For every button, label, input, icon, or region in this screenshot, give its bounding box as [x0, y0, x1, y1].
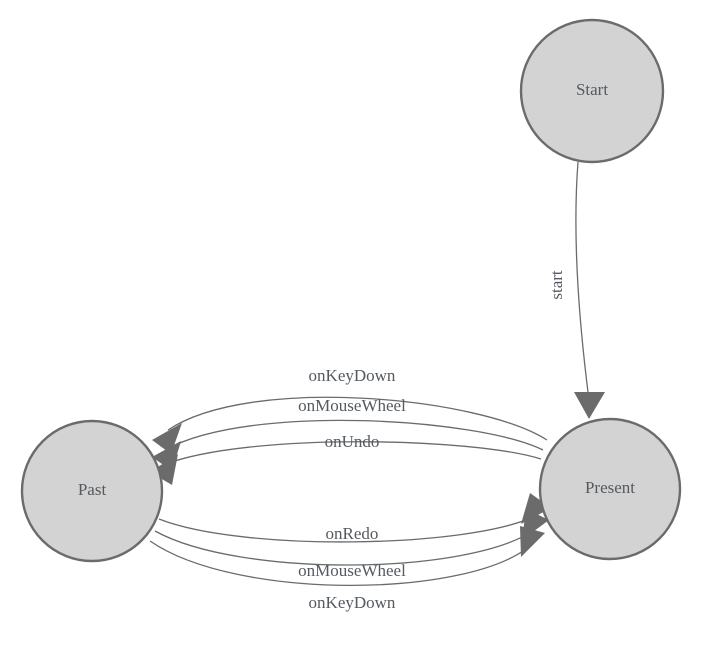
edge-label-present-to-past-onundo: onUndo: [325, 432, 380, 451]
edge-label-past-to-present-onredo: onRedo: [326, 524, 379, 543]
node-past-circle: [20, 419, 164, 563]
edge-label-present-to-past-onkeydown: onKeyDown: [309, 366, 396, 385]
edge-present-to-past-onkeydown-path: [167, 396, 548, 441]
arrowhead-present-to-past-onkeydown: [152, 423, 182, 454]
edge-present-to-past-onkeydown[interactable]: onKeyDown: [152, 366, 548, 454]
node-past-label: Past: [78, 480, 107, 499]
edge-present-to-past-onundo-path: [162, 441, 542, 466]
arrowhead-start-to-present: [574, 392, 605, 419]
edge-label-past-to-present-onkeydown: onKeyDown: [309, 593, 396, 612]
edge-start-to-present-path: [575, 161, 590, 401]
edge-label-present-to-past-onmousewheel: onMouseWheel: [298, 396, 406, 415]
node-start[interactable]: Start: [519, 18, 665, 164]
edge-start-to-present[interactable]: start: [547, 161, 605, 419]
arrowhead-past-to-present-onkeydown: [520, 526, 545, 557]
edge-label-start: start: [547, 270, 566, 300]
edge-present-to-past-onmousewheel-path: [166, 419, 544, 451]
node-start-label: Start: [576, 80, 608, 99]
node-past[interactable]: Past: [20, 419, 164, 563]
node-present-circle: [538, 417, 682, 561]
arrowhead-present-to-past-onundo: [150, 454, 178, 485]
node-present-label: Present: [585, 478, 635, 497]
node-start-circle: [519, 18, 665, 164]
edge-past-to-present-onkeydown[interactable]: onKeyDown: [149, 526, 545, 612]
edge-past-to-present-onkeydown-path: [149, 540, 532, 586]
edge-past-to-present-onmousewheel-path: [154, 529, 535, 566]
edge-past-to-present-onredo-path: [158, 515, 536, 543]
edge-label-past-to-present-onmousewheel: onMouseWheel: [298, 561, 406, 580]
edge-present-to-past-onundo[interactable]: onUndo: [150, 432, 542, 485]
edge-past-to-present-onredo[interactable]: onRedo: [158, 493, 551, 543]
node-present[interactable]: Present: [538, 417, 682, 561]
